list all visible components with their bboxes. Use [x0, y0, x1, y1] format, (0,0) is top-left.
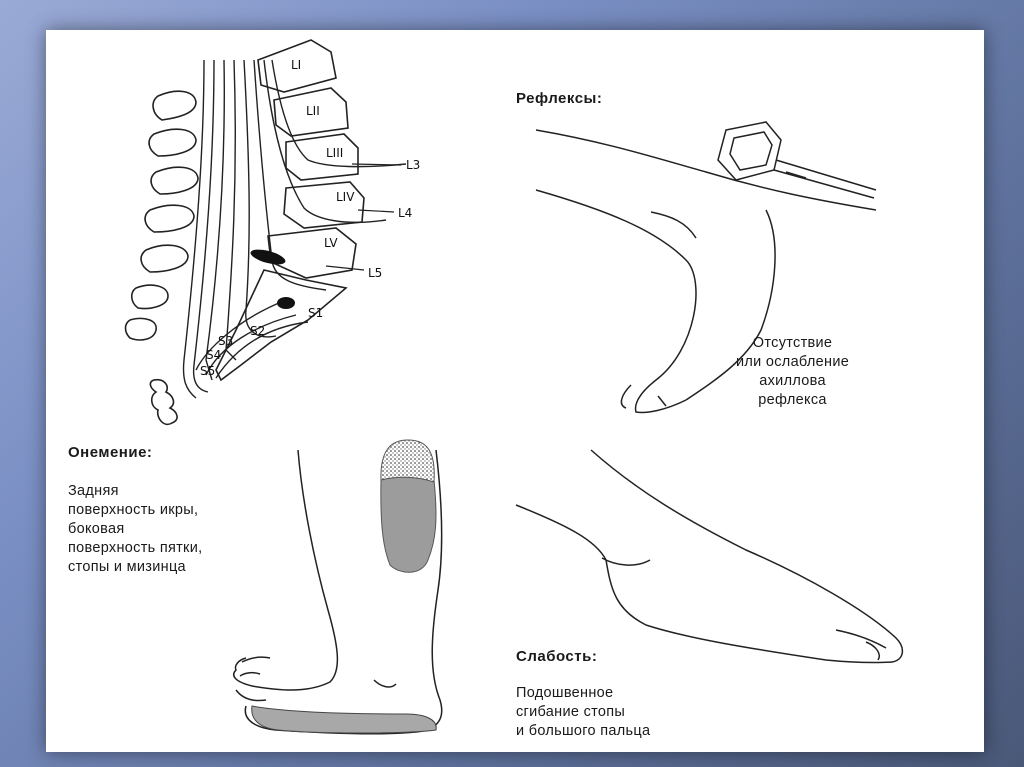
label-vertebra-l2: LII [306, 104, 320, 118]
numbness-caption: Задняя поверхность икры, боковая поверхн… [68, 482, 202, 577]
calf-numb-area-shaded [380, 472, 437, 573]
numbness-caption-line: Задняя [68, 483, 119, 499]
slide: LI LII LIII LIV LV L3 L4 L5 S1 S2 S3 S4 … [46, 30, 984, 752]
numbness-caption-line: поверхность пятки, [68, 540, 203, 556]
label-root-l4: L4 [398, 206, 413, 220]
label-root-s4: S4 [206, 348, 222, 362]
label-vertebra-l4: LIV [336, 190, 355, 204]
label-vertebra-l5: LV [324, 236, 338, 250]
weakness-foot [515, 449, 904, 664]
label-root-s1: S1 [308, 306, 324, 320]
spinous-process [144, 204, 195, 233]
reflexes-heading: Рефлексы: [516, 90, 603, 107]
reflex-foot [535, 121, 877, 414]
compression-markers [250, 249, 295, 309]
coccyx [149, 378, 178, 426]
sacrum [215, 269, 348, 382]
label-root-l5: L5 [368, 266, 383, 280]
spinous-process [152, 90, 197, 121]
vertebra-l2 [273, 87, 349, 137]
calf-numb-area-stippled [380, 439, 435, 483]
vertebra-l3 [285, 133, 359, 181]
sole-numb-area [251, 705, 437, 734]
spine-diagram [124, 39, 365, 426]
spinous-process [150, 166, 199, 195]
numbness-caption-line: стопы и мизинца [68, 559, 186, 575]
reflexes-caption-line: Отсутствие [752, 335, 833, 351]
reflexes-caption-line: или ослабление [736, 354, 850, 370]
weakness-caption-line: и большого пальца [516, 723, 651, 739]
label-root-s3: S3 [218, 334, 234, 348]
vertebra-l1 [257, 39, 337, 93]
numbness-heading: Онемение: [68, 444, 153, 461]
label-root-s2: S2 [250, 324, 266, 338]
label-root-l3: L3 [406, 158, 421, 172]
spinous-process [130, 284, 169, 310]
reflexes-caption-line: рефлекса [758, 392, 827, 408]
spinous-process [124, 317, 157, 341]
label-root-s5: S5 [200, 364, 216, 378]
numbness-caption-line: боковая [68, 521, 125, 537]
spinous-process [140, 244, 189, 273]
reflexes-caption: Отсутствие или ослабление ахиллова рефле… [736, 334, 849, 410]
weakness-caption: Подошвенное сгибание стопы и большого па… [516, 684, 650, 741]
spinous-process [148, 128, 197, 157]
label-vertebra-l3: LIII [326, 146, 344, 160]
root-leader-lines [325, 163, 402, 271]
numbness-caption-line: поверхность икры, [68, 502, 199, 518]
weakness-heading: Слабость: [516, 648, 598, 665]
vertebra-l4 [283, 181, 365, 229]
nerve-roots [182, 59, 407, 399]
label-vertebra-l1: LI [291, 58, 302, 72]
illustrations [124, 39, 904, 735]
reflexes-caption-line: ахиллова [759, 373, 826, 389]
reflex-hammer-icon [717, 121, 782, 181]
vertebra-l5 [267, 227, 357, 279]
weakness-caption-line: сгибание стопы [516, 704, 626, 720]
weakness-caption-line: Подошвенное [516, 685, 614, 701]
